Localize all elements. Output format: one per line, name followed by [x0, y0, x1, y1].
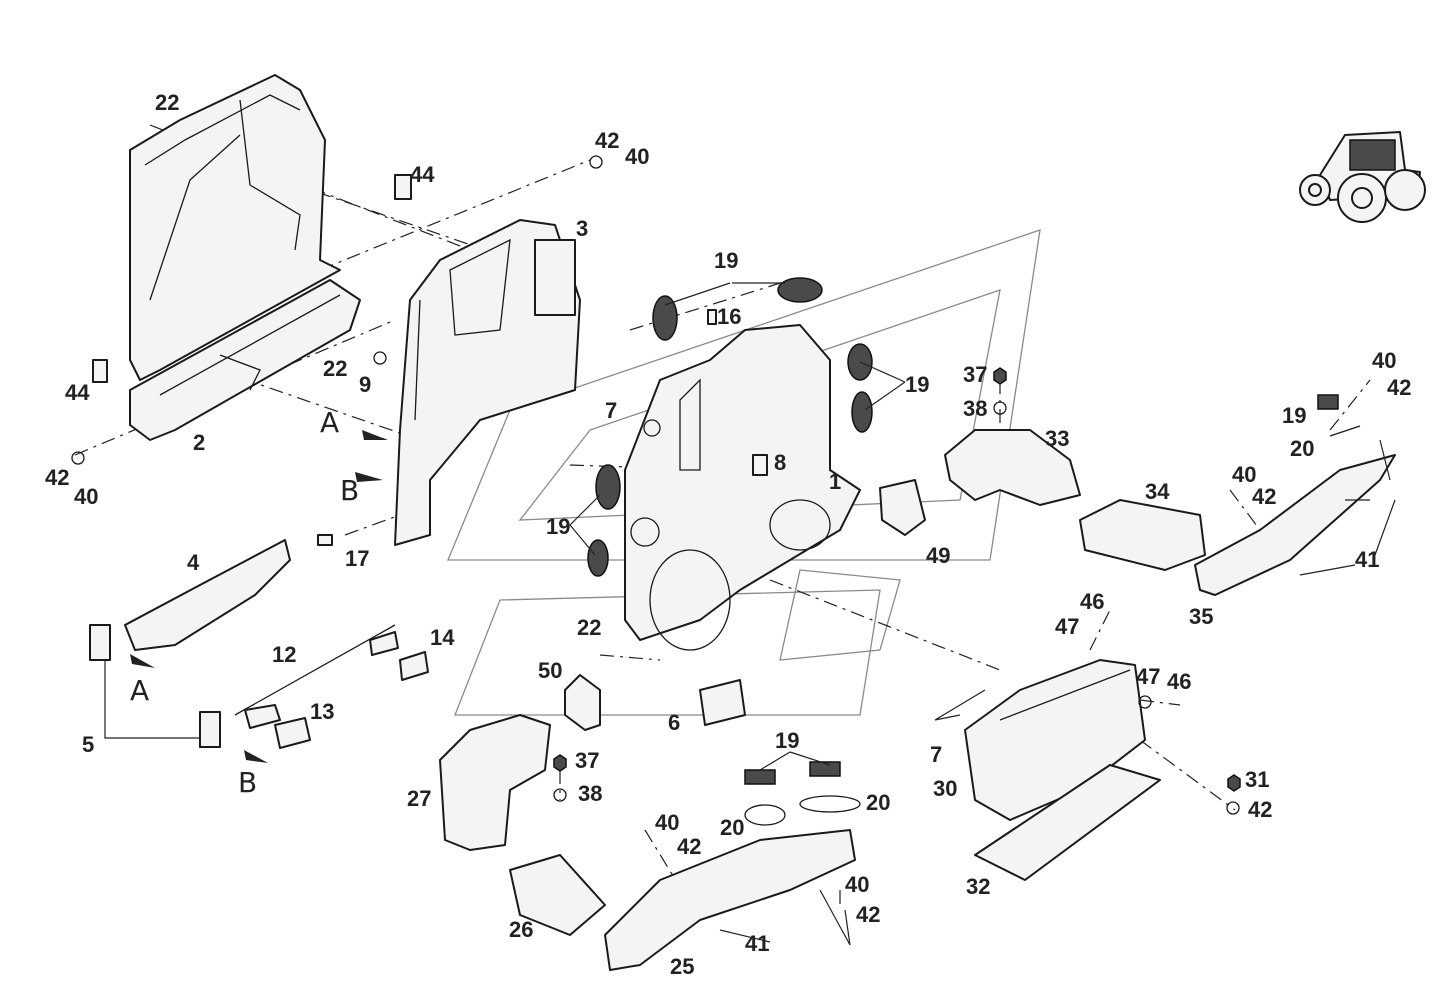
label-B: B — [340, 474, 359, 507]
label-3: 3 — [576, 216, 588, 241]
label-A: A — [320, 406, 339, 439]
part-26-connector — [509, 854, 606, 936]
label-44: 44 — [410, 162, 435, 187]
label-42: 42 — [1248, 797, 1272, 822]
part-30-box — [964, 659, 1146, 821]
label-20: 20 — [720, 815, 744, 840]
label-16: 16 — [717, 304, 741, 329]
label-20: 20 — [1290, 436, 1314, 461]
label-19: 19 — [546, 514, 570, 539]
label-19: 19 — [1282, 403, 1306, 428]
callout-labels: 22 44 44 42 40 3 19 16 22 9 19 37 38 7 2… — [45, 90, 1411, 979]
part-20-gaskets — [744, 425, 1361, 826]
label-6: 6 — [668, 710, 680, 735]
label-42: 42 — [595, 128, 619, 153]
part-35-duct — [1194, 454, 1396, 596]
leader-lines — [104, 282, 1396, 946]
label-34: 34 — [1145, 479, 1170, 504]
label-19: 19 — [775, 728, 799, 753]
label-35: 35 — [1189, 604, 1213, 629]
part-1-center — [624, 324, 861, 651]
label-1: 1 — [829, 469, 841, 494]
label-40: 40 — [845, 872, 869, 897]
label-44: 44 — [65, 380, 90, 405]
label-50: 50 — [538, 658, 562, 683]
label-22: 22 — [323, 356, 347, 381]
tractor-icon — [1299, 131, 1426, 223]
label-12: 12 — [272, 642, 296, 667]
label-41: 41 — [1355, 547, 1379, 572]
label-22: 22 — [577, 615, 601, 640]
label-22: 22 — [155, 90, 179, 115]
label-40: 40 — [1372, 348, 1396, 373]
label-37: 37 — [575, 748, 599, 773]
part-2-rail — [129, 279, 361, 441]
part-3-panel — [394, 219, 581, 546]
label-41: 41 — [745, 931, 769, 956]
label-42: 42 — [1387, 375, 1411, 400]
label-17: 17 — [345, 546, 369, 571]
label-37: 37 — [963, 362, 987, 387]
label-42: 42 — [1252, 484, 1276, 509]
label-19: 19 — [905, 372, 929, 397]
label-25: 25 — [670, 954, 694, 979]
part-27-duct — [439, 714, 551, 851]
label-33: 33 — [1045, 426, 1069, 451]
label-42: 42 — [856, 902, 880, 927]
label-30: 30 — [933, 776, 957, 801]
label-B: B — [238, 766, 257, 799]
part-49 — [879, 479, 926, 536]
label-13: 13 — [310, 699, 334, 724]
label-40: 40 — [74, 484, 98, 509]
watermark-logo — [447, 229, 1041, 716]
label-32: 32 — [966, 874, 990, 899]
label-7: 7 — [930, 742, 942, 767]
part-33-duct — [944, 429, 1081, 506]
label-7: 7 — [605, 398, 617, 423]
label-27: 27 — [407, 786, 431, 811]
fasteners — [71, 155, 1241, 815]
label-42: 42 — [45, 465, 69, 490]
label-14: 14 — [430, 625, 455, 650]
label-46: 46 — [1080, 589, 1104, 614]
label-47: 47 — [1055, 614, 1079, 639]
label-5: 5 — [82, 732, 94, 757]
label-46: 46 — [1167, 669, 1191, 694]
label-40: 40 — [1232, 462, 1256, 487]
label-42: 42 — [677, 834, 701, 859]
label-47: 47 — [1136, 664, 1160, 689]
label-38: 38 — [578, 781, 602, 806]
part-6 — [699, 679, 746, 726]
label-9: 9 — [359, 372, 371, 397]
part-5-hinges — [89, 624, 221, 748]
label-38: 38 — [963, 396, 987, 421]
part-19-vents — [587, 277, 1339, 785]
label-8: 8 — [774, 450, 786, 475]
label-40: 40 — [655, 810, 679, 835]
label-A: A — [130, 674, 149, 707]
label-19: 19 — [714, 248, 738, 273]
label-2: 2 — [193, 430, 205, 455]
part-12-rod — [234, 624, 429, 749]
part-34-connector — [1079, 499, 1206, 571]
part-4-rail — [124, 539, 291, 651]
label-4: 4 — [187, 550, 200, 575]
part-32-gasket — [974, 764, 1161, 881]
label-31: 31 — [1245, 767, 1269, 792]
label-40: 40 — [625, 144, 649, 169]
label-49: 49 — [926, 543, 950, 568]
label-20: 20 — [866, 790, 890, 815]
label-26: 26 — [509, 917, 533, 942]
part-50 — [564, 674, 601, 731]
part-25-duct — [604, 829, 856, 971]
part-frame-rear — [92, 74, 412, 383]
